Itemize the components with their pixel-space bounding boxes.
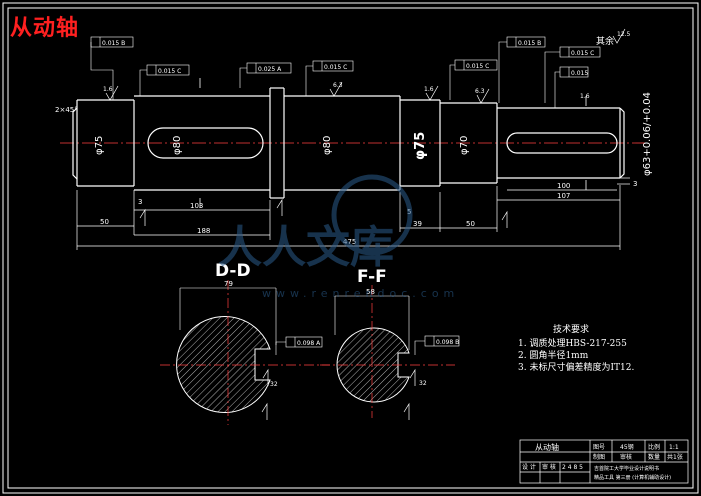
ff-key: 32 — [419, 380, 427, 387]
tol-1: 0.015 B — [102, 40, 125, 47]
section-dd — [160, 280, 330, 425]
dim-d4: φ75 — [413, 132, 428, 160]
inner-frame — [7, 7, 694, 489]
section-markers — [199, 78, 587, 208]
tol-8: 0.015 — [571, 70, 588, 77]
dim-d2: φ80 — [172, 136, 183, 155]
dim-chamfer: 2×45° — [55, 106, 78, 114]
tb-c4: 1:1 — [669, 444, 679, 451]
tb-row-a: 设 计 — [522, 463, 536, 471]
tech-req-item-1: 1. 调质处理HBS-217-255 — [518, 337, 627, 349]
tb-c7: 数量 — [648, 453, 660, 461]
dim-d1: φ75 — [94, 136, 105, 155]
dim-d6: φ63+0.06/+0.04 — [642, 92, 653, 176]
watermark-big: 人人文库 — [218, 222, 394, 273]
rough-63b: 6.3 — [475, 88, 485, 95]
dd-key: 32 — [270, 381, 278, 388]
drawing-title: 从动轴 — [10, 16, 80, 41]
tb-school2: 精品工具 第三册 (计算机辅助设计) — [594, 474, 671, 481]
tb-school: 吉首院工大学毕业设计说明书 — [594, 465, 659, 472]
dim-len-r1: 39 — [413, 220, 422, 228]
rough-125: 12.5 — [617, 31, 631, 38]
tb-row-b: 审 核 — [542, 463, 556, 471]
dim-len-seg2: 188 — [197, 227, 210, 235]
dim-len-total: 475 — [343, 238, 356, 246]
dim-len-r2: 50 — [466, 220, 475, 228]
dim-len-3b: 3 — [138, 198, 142, 206]
tol-5: 0.015 B — [518, 40, 541, 47]
tb-row-c: 2 4 8 5 — [562, 464, 583, 471]
tb-c1: 图号 — [593, 444, 605, 451]
dim-len-key2: 100 — [557, 182, 570, 190]
dim-len-end: 107 — [557, 192, 570, 200]
tech-requirements: 技术要求 1. 调质处理HBS-217-255 2. 圆角半径1mm 3. 未标… — [518, 323, 634, 373]
tol-6: 0.015 C — [571, 50, 594, 57]
dim-len-3a: 3 — [633, 180, 637, 188]
tol-4: 0.015 C — [324, 64, 347, 71]
tb-c3: 比例 — [648, 443, 660, 451]
section-ff-title: F-F — [357, 267, 387, 287]
tol-7: 0.015 C — [466, 63, 489, 70]
tb-name: 从动轴 — [535, 442, 559, 452]
rough-16c: 1.6 — [580, 93, 590, 100]
tol-ff: 0.098 B — [436, 339, 459, 346]
tb-c5: 制图 — [593, 453, 605, 461]
tb-c2: 45钢 — [620, 443, 634, 451]
dim-d5: φ70 — [459, 136, 470, 155]
dim-len-left: 50 — [100, 218, 109, 226]
dd-width: 79 — [224, 280, 233, 288]
tech-req-item-2: 2. 圆角半径1mm — [518, 349, 589, 361]
top-right-note: 其余 — [596, 35, 614, 47]
section-dd-title: D-D — [215, 261, 251, 281]
tech-req-item-3: 3. 未标尺寸偏差精度为IT12. — [518, 361, 634, 373]
rough-16a: 1.6 — [103, 86, 113, 93]
tech-req-heading: 技术要求 — [553, 323, 589, 335]
title-block — [519, 439, 689, 484]
shaft-outline — [72, 87, 625, 199]
section-ff — [320, 285, 455, 418]
dim-d3: φ80 — [322, 136, 333, 155]
tol-dd: 0.098 A — [297, 340, 321, 347]
watermark: 人人文库 www.renrendoc.com — [218, 174, 459, 300]
ff-width: 58 — [366, 288, 375, 296]
roughness-symbols — [105, 28, 626, 420]
tb-c6: 审核 — [620, 453, 632, 461]
rough-63a: 6.3 — [333, 82, 343, 89]
watermark-url: www.renrendoc.com — [262, 287, 459, 300]
tol-2: 0.015 C — [158, 68, 181, 75]
dim-len-key1: 103 — [190, 202, 203, 210]
tolerance-frames — [90, 36, 601, 355]
tb-c8: 共1张 — [667, 453, 683, 461]
tol-3: 0.025 A — [258, 66, 282, 73]
rough-16b: 1.6 — [424, 86, 434, 93]
